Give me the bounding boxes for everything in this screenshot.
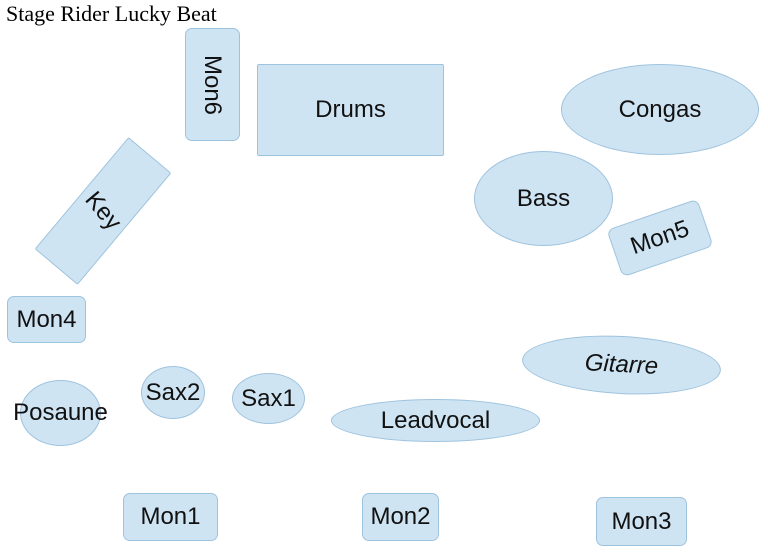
- instrument-bass: Bass: [474, 151, 613, 246]
- instrument-drums: Drums: [257, 64, 444, 156]
- monitor-mon2: Mon2: [362, 493, 439, 541]
- instrument-key: Key: [34, 137, 172, 285]
- monitor-mon3-label: Mon3: [611, 507, 672, 535]
- monitor-mon5-label: Mon5: [627, 214, 693, 261]
- instrument-bass-label: Bass: [516, 184, 571, 212]
- instrument-drums-label: Drums: [315, 96, 386, 123]
- page-title: Stage Rider Lucky Beat: [6, 1, 217, 26]
- monitor-mon5: Mon5: [606, 198, 714, 278]
- instrument-posaune: Posaune: [13, 380, 108, 446]
- instrument-congas: Congas: [561, 64, 759, 155]
- monitor-mon4-label: Mon4: [16, 305, 77, 333]
- monitor-mon1-label: Mon1: [140, 503, 201, 530]
- monitor-mon3: Mon3: [596, 497, 687, 546]
- instrument-sax1: Sax1: [232, 373, 305, 424]
- instrument-sax2-label: Sax2: [145, 378, 201, 406]
- instrument-gitarre: Gitarre: [520, 330, 723, 400]
- monitor-mon6: Mon6: [185, 28, 240, 141]
- instrument-leadvocal-label: Leadvocal: [380, 406, 491, 434]
- instrument-leadvocal: Leadvocal: [331, 399, 540, 442]
- instrument-sax2: Sax2: [141, 366, 205, 419]
- instrument-congas-label: Congas: [618, 95, 702, 123]
- monitor-mon6-label: Mon6: [199, 54, 227, 115]
- instrument-posaune-label: Posaune: [13, 399, 108, 426]
- instrument-key-label: Key: [79, 186, 128, 236]
- instrument-sax1-label: Sax1: [241, 384, 296, 412]
- monitor-mon4: Mon4: [7, 296, 86, 343]
- monitor-mon2-label: Mon2: [370, 503, 431, 530]
- monitor-mon1: Mon1: [123, 493, 218, 541]
- instrument-gitarre-label: Gitarre: [584, 349, 659, 380]
